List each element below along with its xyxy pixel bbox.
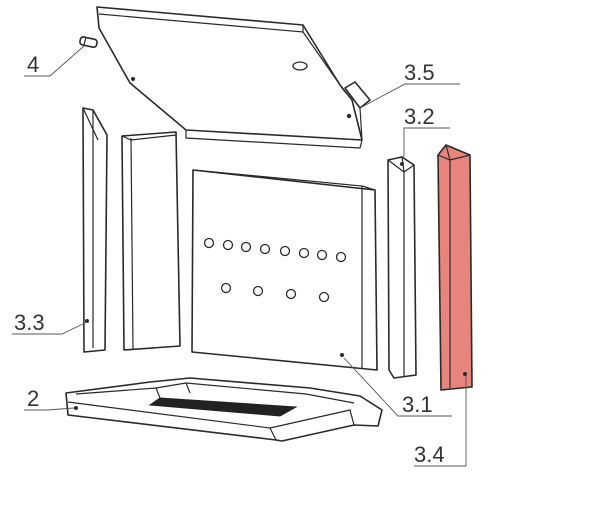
part-3-2-right-side-brick [387, 156, 417, 379]
callout-4: 4 [24, 45, 85, 77]
part-3-1-rear-wall [191, 169, 378, 371]
label-3-4: 3.4 [414, 442, 445, 467]
callout-3-5: 3.5 [359, 60, 460, 109]
left-wide-side-brick [121, 131, 181, 351]
callout-3-1: 3.1 [343, 357, 452, 417]
part-3-4-highlighted-side-brick [437, 144, 473, 391]
callout-3-4: 3.4 [414, 376, 467, 467]
callout-3-2: 3.2 [403, 104, 450, 157]
part-3-5-baffle-plate [96, 6, 371, 149]
callout-3-3: 3.3 [12, 310, 88, 335]
label-4: 4 [27, 52, 39, 77]
label-2: 2 [27, 386, 39, 411]
part-2-grate-base [65, 377, 383, 442]
part-4-pin [79, 36, 98, 49]
label-3-3: 3.3 [14, 310, 45, 335]
label-3-1: 3.1 [402, 392, 433, 417]
label-3-2: 3.2 [404, 104, 435, 129]
part-3-3-left-side-brick [82, 107, 108, 353]
callout-2: 2 [24, 386, 75, 411]
label-3-5: 3.5 [404, 60, 435, 85]
